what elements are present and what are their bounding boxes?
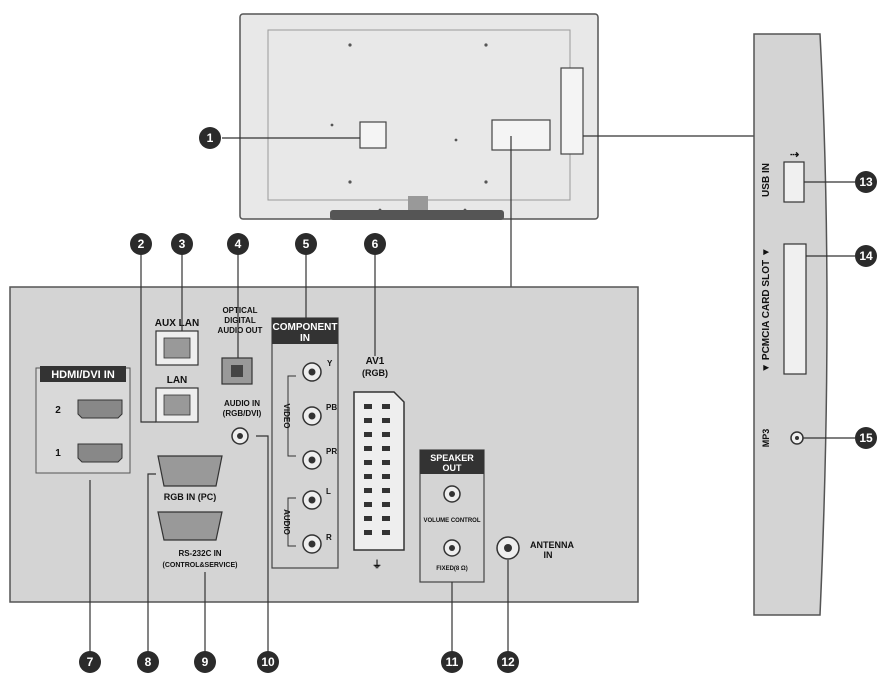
callout-number: 15 (859, 431, 873, 445)
audio-in-label-2: (RGB/DVI) (223, 409, 262, 418)
callout-1: 1 (199, 127, 221, 149)
usb-symbol: ⇢ (790, 149, 799, 161)
stand-base (330, 210, 504, 220)
callout-number: 6 (372, 237, 379, 251)
hdmi-1-label: 1 (55, 448, 61, 459)
aux-lan-label: AUX LAN (155, 318, 199, 329)
callout-12: 12 (497, 651, 519, 673)
callout-number: 1 (207, 131, 214, 145)
scart-port (353, 391, 405, 551)
speaker-label-2: OUT (443, 463, 463, 473)
side-jack-area (560, 67, 584, 155)
component-r-label: R (326, 533, 332, 542)
leader-lines-tv (222, 135, 754, 287)
volume-control-label: VOLUME CONTROL (424, 518, 481, 524)
rs232-port (157, 511, 223, 541)
antenna-label-2: IN (544, 550, 553, 560)
callout-number: 12 (501, 655, 515, 669)
callout-number: 11 (446, 655, 459, 669)
component-audio-label: AUDIO (282, 509, 291, 535)
hdmi-title-bar (40, 366, 126, 382)
speaker-label-1: SPEAKER (430, 453, 474, 463)
scart-pins (364, 404, 390, 535)
rgb-in-label: RGB IN (PC) (164, 492, 217, 502)
callout-15: 15 (855, 427, 877, 449)
callout-14: 14 (855, 245, 877, 267)
optical-label-1: OPTICAL (222, 306, 257, 315)
callout-number: 5 (303, 237, 310, 251)
rs232-label-1: RS-232C IN (178, 549, 221, 558)
audio-in-label-1: AUDIO IN (224, 399, 260, 408)
callout-8: 8 (137, 651, 159, 673)
rear-jack-area (491, 119, 551, 151)
component-pb-label: PB (326, 403, 337, 412)
usb-port (783, 161, 805, 203)
tv-back-view (239, 13, 599, 220)
callout-number: 4 (235, 237, 242, 251)
optical-label-2: DIGITAL (224, 316, 256, 325)
leader-lines (89, 181, 855, 662)
pcmcia-label: ▼ PCMCIA CARD SLOT ▼ (761, 247, 772, 373)
antenna-label-1: ANTENNA (530, 540, 574, 550)
stand-neck (408, 196, 428, 210)
pcmcia-slot (783, 243, 807, 375)
callout-10: 10 (257, 651, 279, 673)
av1-label-2: (RGB) (362, 368, 388, 378)
rs232-label-2: (CONTROL&SERVICE) (163, 562, 238, 569)
callout-13: 13 (855, 171, 877, 193)
callout-5: 5 (295, 233, 317, 255)
callout-number: 2 (138, 237, 145, 251)
screw-holes (330, 43, 488, 212)
component-jacks (302, 362, 322, 554)
mp3-label: MP3 (761, 429, 771, 448)
component-label-1: COMPONENT (273, 322, 338, 333)
optical-label-3: AUDIO OUT (218, 326, 263, 335)
component-l-label: L (326, 487, 331, 496)
scart-ground-icon: ⏚ (372, 559, 382, 571)
hdmi-1-port (77, 443, 123, 463)
callout-number: 8 (145, 655, 152, 669)
callout-number: 10 (261, 655, 275, 669)
callout-number: 14 (859, 249, 873, 263)
component-video-label: VIDEO (282, 404, 291, 429)
callout-number: 9 (202, 655, 209, 669)
usb-in-label: USB IN (761, 163, 772, 197)
fixed-label: FIXED(8 Ω) (436, 566, 467, 572)
callout-4: 4 (227, 233, 249, 255)
component-pr-label: PR (326, 447, 337, 456)
callout-7: 7 (79, 651, 101, 673)
callout-6: 6 (364, 233, 386, 255)
tv-rear-casing (239, 13, 599, 220)
lan-label: LAN (167, 375, 188, 386)
callout-number: 13 (859, 175, 873, 189)
callout-11: 11 (441, 651, 463, 673)
power-socket (359, 121, 387, 149)
callout-2: 2 (130, 233, 152, 255)
hdmi-label: HDMI/DVI IN (51, 369, 115, 381)
callout-number: 3 (179, 237, 186, 251)
hdmi-2-port (77, 399, 123, 419)
rgb-in-port (157, 455, 223, 487)
component-y-label: Y (327, 359, 333, 368)
side-panel: ⇢ USB IN ▼ PCMCIA CARD SLOT ▼ MP3 (753, 33, 828, 616)
component-label-2: IN (300, 333, 310, 344)
rear-jack-panel: HDMI/DVI IN 2 1 AUX LAN LAN OPTICAL DIGI… (9, 286, 639, 603)
av1-label-1: AV1 (366, 356, 385, 367)
hdmi-2-label: 2 (55, 405, 61, 416)
callout-9: 9 (194, 651, 216, 673)
callout-3: 3 (171, 233, 193, 255)
callout-number: 7 (87, 655, 94, 669)
